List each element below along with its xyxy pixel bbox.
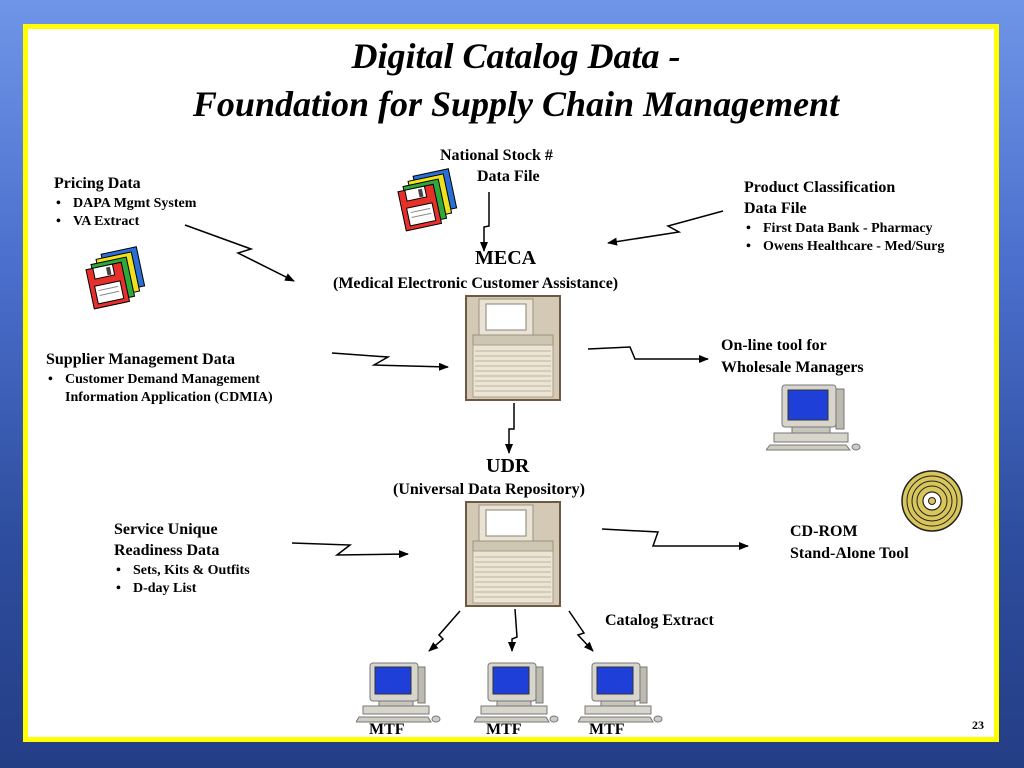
catalog-extract-label: Catalog Extract (605, 612, 714, 629)
product-class-line2: Data File (744, 200, 807, 217)
mtf-label-right: MTF (589, 721, 625, 738)
arrow-product-to-meca (607, 210, 724, 246)
arrow-pricing-to-meca (184, 224, 295, 282)
cdrom-line1: CD-ROM (790, 523, 858, 540)
product-class-list: First Data Bank - Pharmacy Owens Healthc… (744, 220, 944, 257)
service-item-dday: D-day List (114, 580, 250, 598)
supplier-title: Supplier Management Data (46, 351, 236, 368)
cdrom-line2: Stand-Alone Tool (790, 545, 909, 562)
arrow-udr-to-mtf-left (428, 610, 461, 652)
mtf-label-left: MTF (369, 721, 405, 738)
udr-title: UDR (486, 455, 530, 477)
service-line2: Readiness Data (114, 542, 220, 559)
service-item-sko: Sets, Kits & Outfits (114, 562, 250, 580)
arrow-service-to-udr (291, 542, 409, 559)
floppy-disk-stack-icon (397, 168, 458, 232)
mtf-label-center: MTF (486, 721, 522, 738)
udr-subtitle: (Universal Data Repository) (393, 481, 585, 498)
online-tool-line1: On-line tool for (721, 337, 827, 354)
server-tower-icon (465, 501, 561, 607)
arrow-udr-to-cdrom (601, 528, 749, 550)
product-class-item-owens: Owens Healthcare - Med/Surg (744, 238, 944, 256)
slide-title-line2: Foundation for Supply Chain Management (192, 84, 840, 124)
desktop-computer-icon (356, 662, 441, 723)
slide-title-line1: Digital Catalog Data - (351, 36, 681, 76)
flow-arrows (184, 192, 749, 652)
online-tool-line2: Wholesale Managers (721, 359, 864, 376)
desktop-computer-icon (474, 662, 559, 723)
pricing-data-title: Pricing Data (54, 175, 141, 192)
meca-subtitle: (Medical Electronic Customer Assistance) (333, 275, 619, 292)
meca-title: MECA (475, 247, 537, 269)
page-number: 23 (972, 718, 984, 732)
nsn-label-line2: Data File (477, 168, 540, 185)
service-list: Sets, Kits & Outfits D-day List (114, 562, 250, 599)
arrow-meca-to-online (587, 346, 709, 363)
arrow-udr-to-mtf-right (568, 610, 594, 652)
pricing-data-list: DAPA Mgmt System VA Extract (54, 195, 196, 232)
product-class-item-fdb: First Data Bank - Pharmacy (744, 220, 944, 238)
nsn-label-line1: National Stock # (440, 147, 553, 164)
cd-rom-disc-icon (901, 470, 963, 532)
desktop-computer-icon (578, 662, 663, 723)
product-class-line1: Product Classification (744, 179, 896, 196)
supplier-item-line2: Information Application (CDMIA) (65, 390, 273, 406)
arrow-supplier-to-meca (331, 352, 449, 371)
server-tower-icon (465, 295, 561, 401)
slide: Digital Catalog Data - Foundation for Su… (23, 24, 999, 742)
pricing-item-dapa: DAPA Mgmt System (54, 195, 196, 213)
service-line1: Service Unique (114, 521, 218, 538)
desktop-computer-icon (766, 384, 861, 451)
pricing-item-va: VA Extract (54, 213, 196, 231)
arrow-meca-to-udr (505, 403, 515, 454)
supplier-item-line1: Customer Demand Management (65, 372, 260, 387)
arrow-udr-to-mtf-center (508, 608, 518, 652)
floppy-disk-stack-icon (85, 246, 146, 310)
arrow-nsn-to-meca (480, 192, 490, 252)
